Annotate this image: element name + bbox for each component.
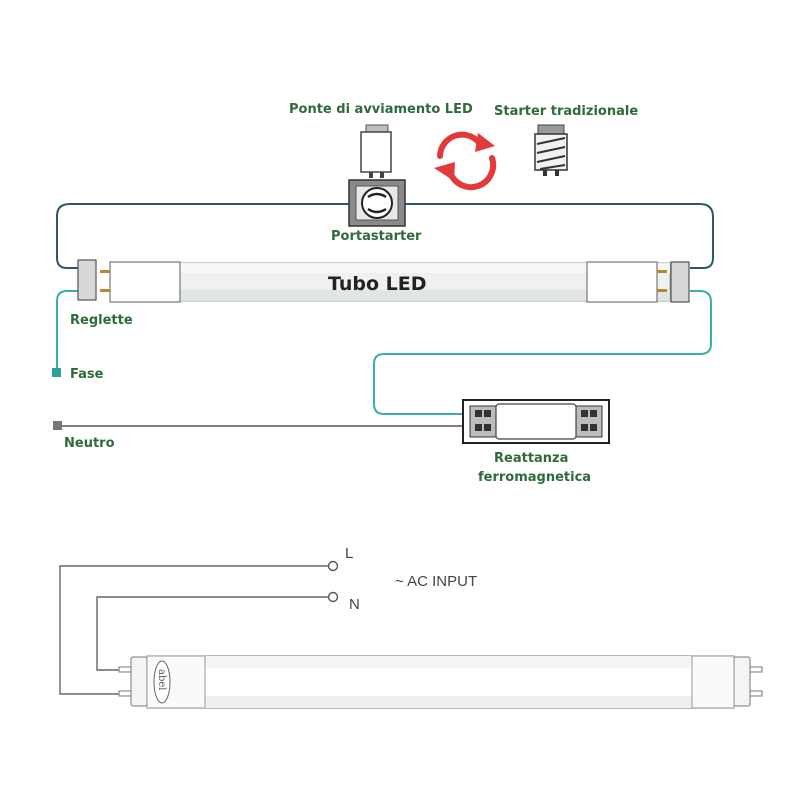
brand-text: abel xyxy=(156,669,167,690)
label-neutro: Neutro xyxy=(64,436,115,451)
fase-wire xyxy=(56,290,82,372)
label-reglette: Reglette xyxy=(70,313,133,328)
tube-cap-left xyxy=(109,261,181,303)
label-reattanza-1: Reattanza xyxy=(494,451,568,466)
label-portastarter: Portastarter xyxy=(331,229,422,244)
swap-arrows-icon xyxy=(434,131,497,191)
n-wire xyxy=(96,596,329,671)
portastarter-icon xyxy=(348,179,406,227)
label-fase: Fase xyxy=(70,367,104,382)
label-starter: Starter tradizionale xyxy=(494,104,638,119)
led-tube-bottom xyxy=(118,655,763,709)
terminal-l xyxy=(327,560,339,572)
label-reattanza-2: ferromagnetica xyxy=(478,470,591,485)
reglette-holder-right xyxy=(670,261,690,303)
l-wire xyxy=(59,565,329,695)
starter-loop-wire xyxy=(56,203,714,269)
label-tubo: Tubo LED xyxy=(328,273,427,295)
led-tube xyxy=(77,259,690,303)
label-ac-input: ~ AC INPUT xyxy=(395,573,477,590)
ballast-icon xyxy=(462,399,610,444)
brand-logo xyxy=(153,660,171,704)
traditional-starter-icon xyxy=(534,124,568,176)
ballast-wire xyxy=(373,290,712,415)
label-l: L xyxy=(345,545,353,562)
terminal-n xyxy=(327,591,339,603)
fase-terminal xyxy=(52,368,61,377)
reglette-holder-left xyxy=(77,259,97,301)
led-starter-bridge-icon xyxy=(360,124,392,178)
tube-cap-right xyxy=(586,261,658,303)
label-n: N xyxy=(349,596,360,613)
neutro-terminal xyxy=(53,421,62,430)
label-ponte: Ponte di avviamento LED xyxy=(289,102,473,117)
